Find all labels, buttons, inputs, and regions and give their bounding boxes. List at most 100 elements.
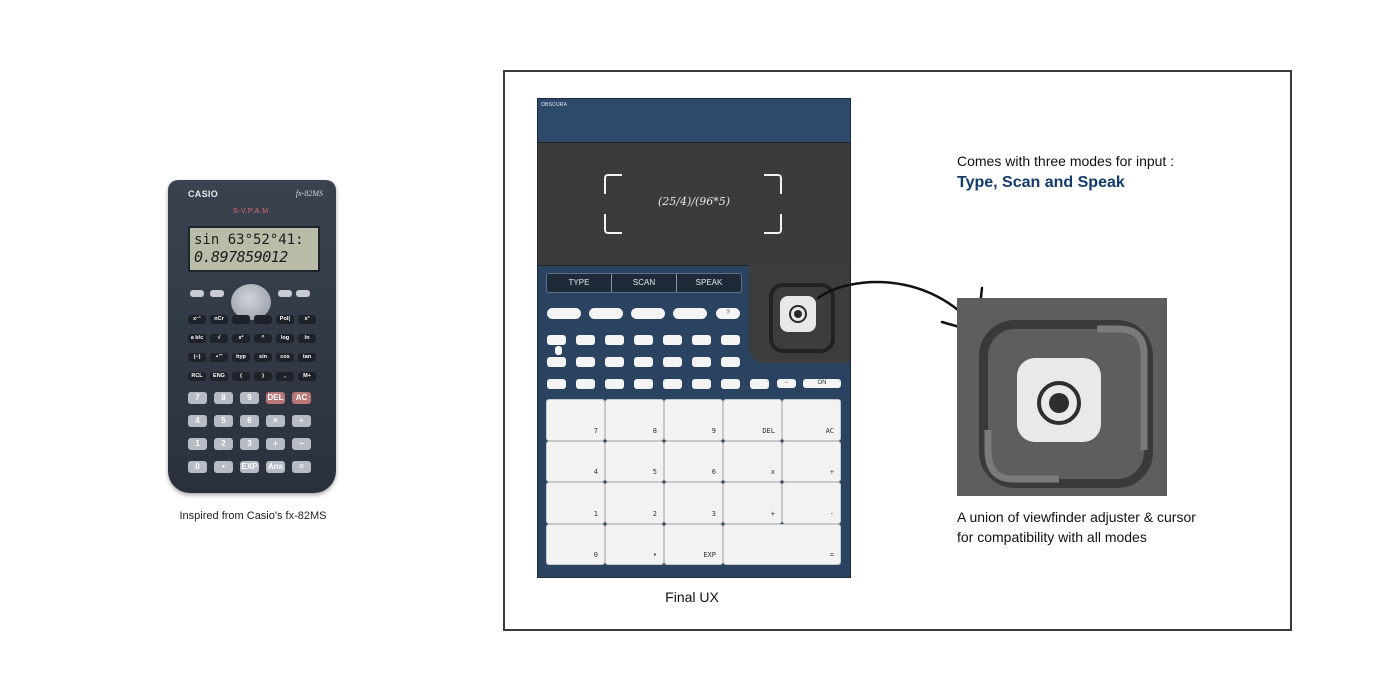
keypad-key[interactable]: 0: [546, 523, 605, 565]
scientific-key[interactable]: [605, 335, 624, 345]
keypad-key[interactable]: 4: [546, 440, 605, 482]
keypad-key[interactable]: 2: [605, 482, 664, 524]
viewfinder-corner-br: [764, 214, 782, 234]
casio-number-key: EXP: [240, 461, 259, 473]
scientific-key[interactable]: [634, 357, 653, 367]
keypad-key-label: =: [829, 551, 834, 559]
casio-function-key: x³: [298, 315, 316, 324]
scientific-key[interactable]: [547, 379, 566, 389]
viewfinder-corner-tr: [764, 174, 782, 194]
scientific-key[interactable]: [547, 357, 566, 367]
keypad-key[interactable]: ÷: [782, 440, 841, 482]
scientific-key[interactable]: [634, 335, 653, 345]
scientific-key[interactable]: [576, 357, 595, 367]
casio-function-key: x⁻¹: [188, 315, 206, 324]
casio-display-line1: sin 63°52°41:: [194, 232, 304, 248]
casio-replay-pad: [231, 284, 271, 320]
keypad-key[interactable]: 6: [664, 440, 723, 482]
casio-function-key: √: [210, 334, 228, 343]
mode-selector: TYPE SCAN SPEAK: [546, 273, 742, 293]
casio-number-key: ×: [266, 415, 285, 427]
app-name: OBSCURA: [541, 102, 568, 108]
casio-key-3: [296, 290, 310, 297]
app-mockup: OBSCURA (25/4)/(96*5) TYPE SCAN SPEAK ? …: [537, 98, 851, 578]
casio-function-key: [232, 315, 250, 324]
app-header: OBSCURA: [538, 99, 850, 142]
casio-function-key: ): [254, 372, 272, 381]
casio-function-key: (−): [188, 353, 206, 362]
keypad-key[interactable]: 7: [546, 399, 605, 441]
union-line-2: for compatibility with all modes: [957, 529, 1147, 545]
keypad-key[interactable]: 9: [664, 399, 723, 441]
scientific-key[interactable]: [634, 379, 653, 389]
keypad-key[interactable]: DEL: [723, 399, 782, 441]
union-description: A union of viewfinder adjuster & cursor …: [957, 507, 1277, 547]
keypad-key[interactable]: 1: [546, 482, 605, 524]
keypad-key-label: -: [829, 509, 834, 518]
viewfinder[interactable]: (25/4)/(96*5): [538, 142, 850, 266]
scientific-key[interactable]: [692, 357, 711, 367]
mode-tab-scan[interactable]: SCAN: [612, 274, 677, 292]
keypad-key[interactable]: 3: [664, 482, 723, 524]
scientific-key[interactable]: [663, 335, 682, 345]
scientific-key[interactable]: [721, 357, 740, 367]
casio-function-key: x²: [232, 334, 250, 343]
keypad-key[interactable]: -: [782, 482, 841, 524]
scientific-key[interactable]: [605, 357, 624, 367]
casio-number-key: 3: [240, 438, 259, 450]
keypad-key[interactable]: x: [723, 440, 782, 482]
function-key-4[interactable]: [673, 308, 707, 319]
casio-function-key: cos: [276, 353, 294, 362]
scientific-key[interactable]: [555, 346, 562, 355]
scientific-key[interactable]: [692, 379, 711, 389]
scientific-key[interactable]: [547, 335, 566, 345]
keypad-key[interactable]: 8: [605, 399, 664, 441]
casio-number-key: ÷: [292, 415, 311, 427]
casio-function-key: [254, 315, 272, 324]
casio-number-key: +: [266, 438, 285, 450]
cursor-button[interactable]: [780, 296, 816, 332]
keypad-key-label: 5: [652, 468, 657, 476]
minus-key[interactable]: −: [777, 379, 796, 388]
viewfinder-adjuster-ring[interactable]: [769, 283, 835, 353]
casio-number-key: 6: [240, 415, 259, 427]
mode-tab-type[interactable]: TYPE: [547, 274, 612, 292]
casio-key-2: [278, 290, 292, 297]
help-button[interactable]: ?: [716, 308, 740, 319]
casio-number-key: =: [292, 461, 311, 473]
casio-function-key: hyp: [232, 353, 250, 362]
scientific-key[interactable]: [721, 379, 740, 389]
function-key-1[interactable]: [547, 308, 581, 319]
mode-tab-speak[interactable]: SPEAK: [695, 278, 723, 287]
casio-number-key: Ans: [266, 461, 285, 473]
modes-list: Type, Scan and Speak: [957, 174, 1125, 191]
keypad-key[interactable]: EXP: [664, 523, 723, 565]
casio-function-key: tan: [298, 353, 316, 362]
scientific-key[interactable]: [576, 379, 595, 389]
function-key-3[interactable]: [631, 308, 665, 319]
cursor-zoom-illustration: [957, 298, 1167, 496]
casio-key-1: [210, 290, 224, 297]
on-key[interactable]: ON: [803, 379, 841, 388]
keypad-key-label: •: [652, 551, 657, 559]
scientific-key[interactable]: [576, 335, 595, 345]
keypad-key-label: 3: [711, 509, 716, 518]
keypad-key[interactable]: AC: [782, 399, 841, 441]
function-key-2[interactable]: [589, 308, 623, 319]
target-icon-zoomed: [1037, 381, 1081, 425]
final-ux-frame: [503, 70, 1292, 631]
cursor-button-zoomed: [1017, 358, 1101, 442]
scientific-key[interactable]: [663, 357, 682, 367]
viewfinder-corner-bl: [604, 214, 622, 234]
scientific-key[interactable]: [721, 335, 740, 345]
keypad-key[interactable]: •: [605, 523, 664, 565]
scientific-key[interactable]: [663, 379, 682, 389]
keypad-key-label: 7: [593, 426, 598, 435]
scientific-key[interactable]: [750, 379, 769, 389]
keypad-key[interactable]: +: [723, 482, 782, 524]
scientific-key[interactable]: [692, 335, 711, 345]
keypad-key-label: 6: [711, 468, 716, 476]
keypad-key[interactable]: =: [723, 523, 841, 565]
scientific-key[interactable]: [605, 379, 624, 389]
keypad-key[interactable]: 5: [605, 440, 664, 482]
